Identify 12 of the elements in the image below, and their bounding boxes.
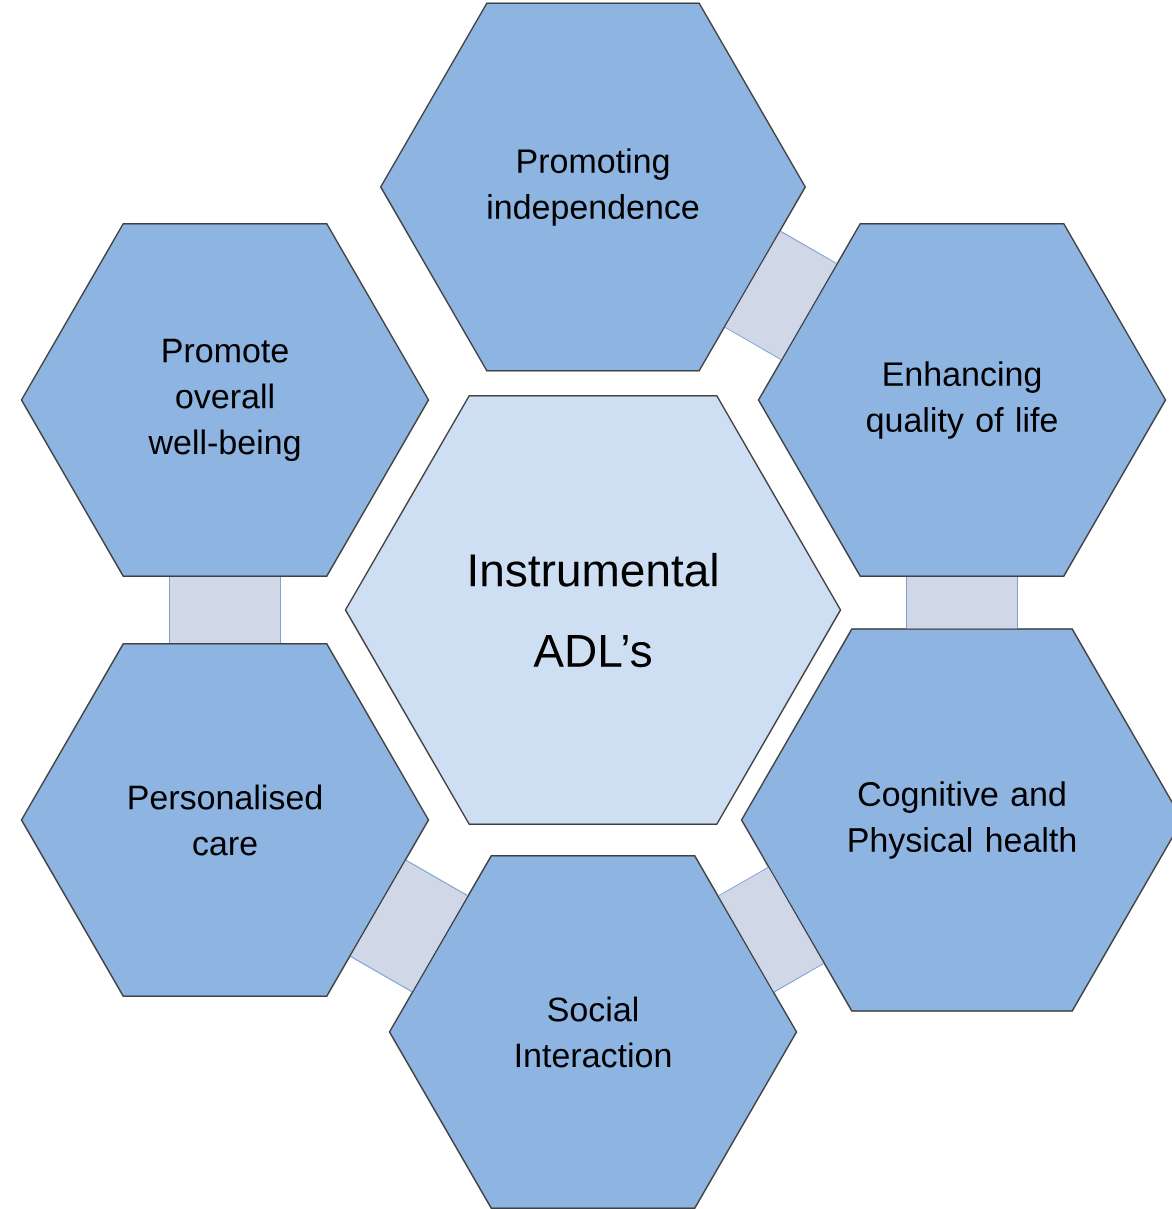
hexagon: Social Interaction [388, 855, 798, 1209]
center-hexagon: Instrumental ADL’s [344, 394, 842, 826]
hexagon: Promoting independence [379, 2, 807, 372]
hexagon: Enhancing quality of life [757, 223, 1167, 577]
connector-band [724, 230, 837, 361]
connector-band [906, 577, 1019, 629]
hexagon: Cognitive and Physical health [740, 628, 1172, 1012]
connector-band [169, 576, 282, 643]
connector-band [350, 859, 468, 993]
hexagon: Promote overall well-being [20, 223, 430, 577]
hexagon: Personalised care [20, 643, 430, 997]
connector-band [718, 866, 824, 993]
